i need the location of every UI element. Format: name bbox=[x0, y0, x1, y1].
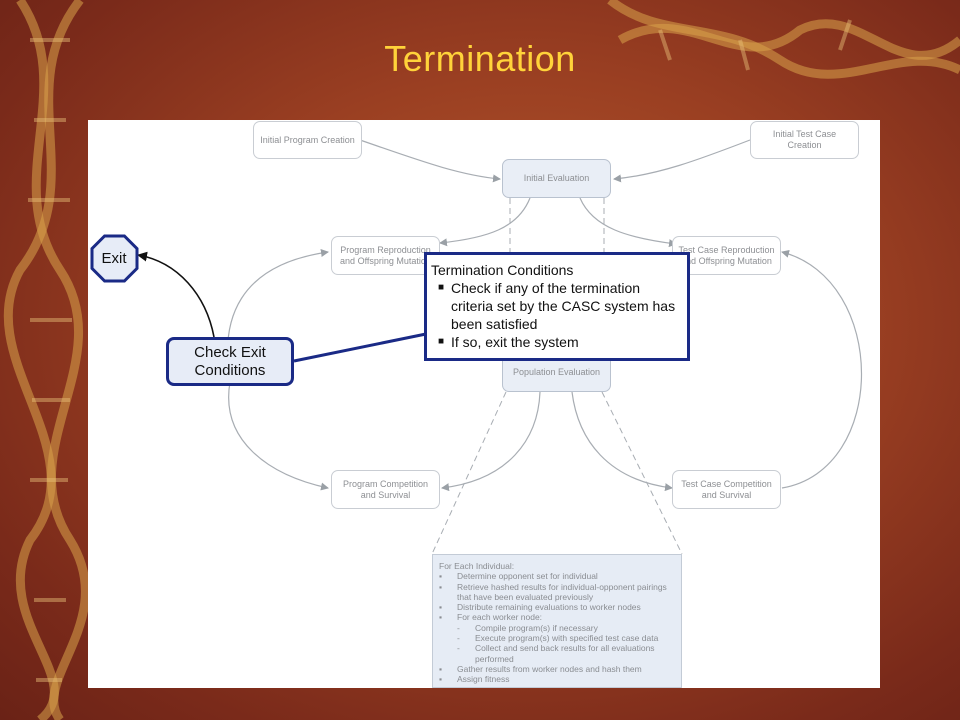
exit-node: Exit bbox=[89, 233, 139, 283]
check-exit-conditions-node: Check Exit Conditions bbox=[166, 337, 294, 386]
test-case-competition-node: Test Case Competition and Survival bbox=[672, 470, 781, 509]
bullet-square-icon: ■ bbox=[437, 336, 445, 347]
flowchart-panel: Initial Program Creation Initial Test Ca… bbox=[88, 120, 880, 688]
detail-item: ▪Determine opponent set for individual bbox=[439, 571, 598, 582]
termination-conditions-callout: Termination Conditions ■Check if any of … bbox=[424, 252, 690, 361]
detail-subitem: -Execute program(s) with specified test … bbox=[457, 633, 659, 644]
program-competition-node: Program Competition and Survival bbox=[331, 470, 440, 509]
initial-test-case-creation-node: Initial Test Case Creation bbox=[750, 121, 859, 159]
exit-arrow bbox=[137, 251, 215, 338]
detail-heading: For Each Individual: bbox=[439, 561, 515, 571]
detail-item: ▪For each worker node: bbox=[439, 612, 543, 623]
program-reproduction-node: Program Reproduction and Offspring Mutat… bbox=[331, 236, 440, 275]
exit-octagon-shape bbox=[90, 234, 139, 283]
detail-item: ▪Assign fitness bbox=[439, 674, 510, 685]
callout-leader bbox=[293, 332, 427, 363]
detail-item: ▪Distribute remaining evaluations to wor… bbox=[439, 602, 641, 613]
test-case-reproduction-node: Test Case Reproduction and Offspring Mut… bbox=[672, 236, 781, 275]
callout-title: Termination Conditions bbox=[431, 262, 574, 278]
slide-title: Termination bbox=[384, 38, 576, 79]
detail-item: ▪Retrieve hashed results for individual-… bbox=[439, 581, 667, 602]
detail-item: ▪Gather results from worker nodes and ha… bbox=[439, 663, 642, 674]
evaluation-detail-box: For Each Individual: ▪Determine opponent… bbox=[432, 554, 682, 688]
exit-label: Exit bbox=[101, 249, 127, 267]
initial-evaluation-node: Initial Evaluation bbox=[502, 159, 611, 198]
initial-program-creation-node: Initial Program Creation bbox=[253, 121, 362, 159]
detail-subitem: -Collect and send back results for all e… bbox=[457, 643, 655, 664]
bullet-square-icon: ■ bbox=[437, 282, 445, 293]
callout-bullet: ■If so, exit the system bbox=[431, 333, 679, 351]
detail-subitem: -Compile program(s) if necessary bbox=[457, 622, 598, 633]
callout-bullet: ■Check if any of the termination criteri… bbox=[431, 279, 679, 333]
